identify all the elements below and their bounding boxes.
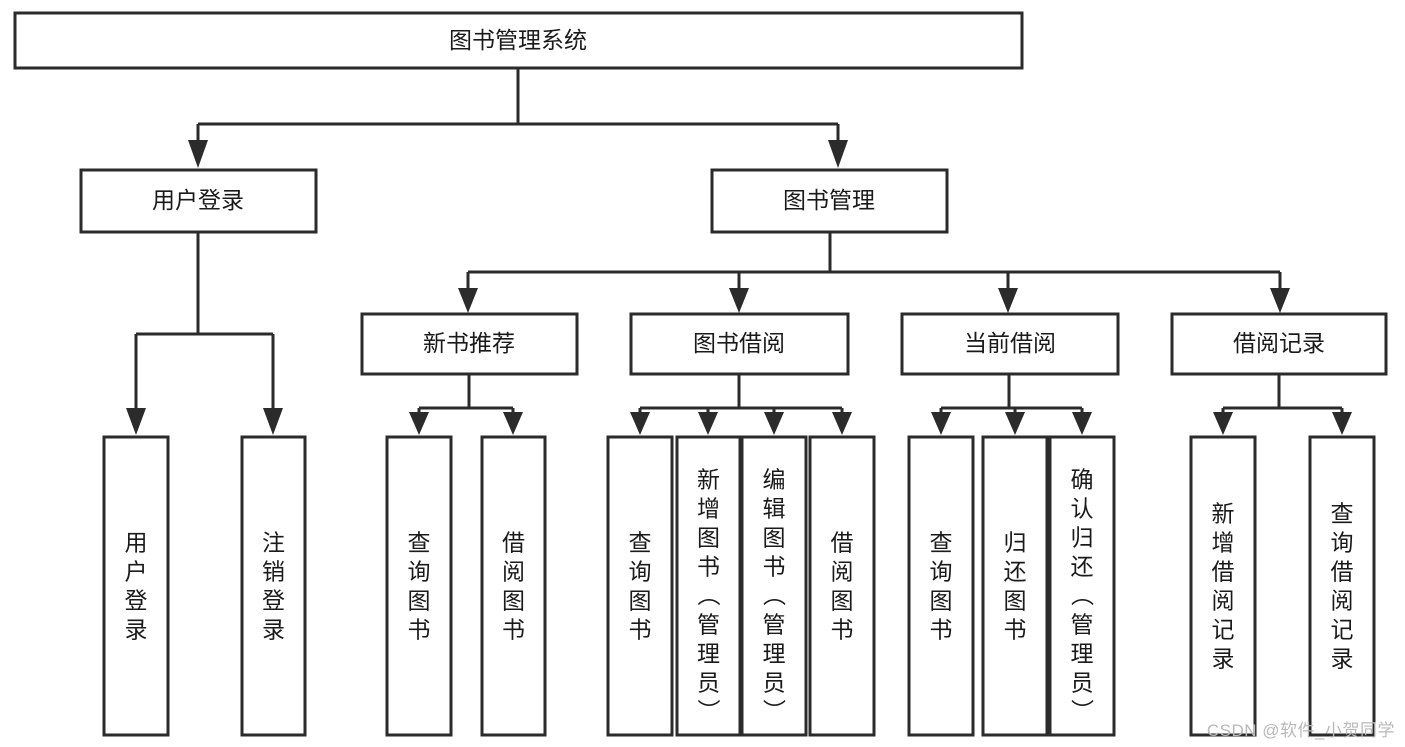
node-book-borrow-box[interactable] <box>629 312 850 376</box>
arrow-to-query-book-cur <box>931 412 951 435</box>
leaf-return-book-label: 归还图书 <box>1004 530 1027 643</box>
arrow-to-borrow-record <box>1270 288 1290 313</box>
arrow-to-leaf-logout <box>263 408 283 435</box>
connector-group-new-book-rec <box>409 374 523 435</box>
connector-group-current-borrow <box>931 374 1092 435</box>
leaf-query-book-borrow[interactable]: 查询图书 <box>606 435 674 737</box>
leaf-query-book-rec-box[interactable] <box>385 435 453 737</box>
node-borrow-record-box[interactable] <box>1170 312 1388 376</box>
leaf-return-book-box[interactable] <box>981 435 1049 737</box>
node-root[interactable]: 图书管理系统 <box>13 11 1024 70</box>
leaf-edit-book-box[interactable] <box>740 435 808 737</box>
leaf-confirm-return[interactable]: 确认归还（管理员） <box>1048 435 1116 737</box>
leaf-confirm-return-label: 确认归还（管理员） <box>1071 467 1095 725</box>
node-book-manage-box[interactable] <box>710 168 949 234</box>
node-book-borrow[interactable]: 图书借阅 <box>629 312 850 376</box>
leaf-logout[interactable]: 注销登录 <box>240 435 307 737</box>
leaf-query-record-label: 查询借阅记录 <box>1331 501 1354 672</box>
arrow-root-to-user-login <box>188 140 208 168</box>
node-current-borrow[interactable]: 当前借阅 <box>900 312 1120 376</box>
connector-group-user-login <box>126 232 283 435</box>
node-borrow-record[interactable]: 借阅记录 <box>1170 312 1388 376</box>
arrow-to-add-record <box>1213 412 1233 435</box>
connector-group-book-manage <box>458 232 1290 313</box>
leaf-query-book-cur-box[interactable] <box>907 435 975 737</box>
leaf-node-layer: 用户登录 注销登录 查询图书 借阅图书 查询图书 新增图书（管理员） 编辑图书（管理员） 借阅… <box>102 435 1376 737</box>
leaf-query-book-borrow-box[interactable] <box>606 435 674 737</box>
leaf-user-login-label: 用户登录 <box>125 530 148 643</box>
node-user-login-box[interactable] <box>79 168 318 234</box>
arrow-to-book-borrow <box>729 288 749 313</box>
node-book-manage-label: 图书管理 <box>783 187 875 213</box>
arrow-to-query-book-rec <box>409 412 429 435</box>
leaf-logout-label: 注销登录 <box>262 530 285 643</box>
connector-group-root <box>188 68 848 168</box>
leaf-return-book[interactable]: 归还图书 <box>981 435 1049 737</box>
node-new-book-rec[interactable]: 新书推荐 <box>360 312 579 376</box>
csdn-watermark: CSDN @软件_小贺同学 <box>1206 721 1395 740</box>
leaf-confirm-return-box[interactable] <box>1048 435 1116 737</box>
leaf-query-record-box[interactable] <box>1308 435 1376 737</box>
node-new-book-rec-label: 新书推荐 <box>423 330 515 356</box>
leaf-add-book[interactable]: 新增图书（管理员） <box>675 435 742 737</box>
leaf-borrow-book-rec[interactable]: 借阅图书 <box>480 435 547 737</box>
leaf-add-book-label: 新增图书（管理员） <box>697 467 721 725</box>
arrow-to-query-record <box>1332 412 1352 435</box>
leaf-query-book-cur[interactable]: 查询图书 <box>907 435 975 737</box>
leaf-query-record[interactable]: 查询借阅记录 <box>1308 435 1376 737</box>
arrow-to-borrow-book <box>832 412 852 435</box>
node-user-login-label: 用户登录 <box>152 187 244 213</box>
leaf-query-book-cur-label: 查询图书 <box>930 530 953 643</box>
arrow-to-borrow-book-rec <box>503 412 523 435</box>
leaf-query-book-rec[interactable]: 查询图书 <box>385 435 453 737</box>
node-borrow-record-label: 借阅记录 <box>1233 330 1325 356</box>
leaf-edit-book-label: 编辑图书（管理员） <box>763 467 787 725</box>
leaf-add-book-box[interactable] <box>675 435 742 737</box>
arrow-to-add-book <box>698 412 718 435</box>
node-root-box[interactable] <box>13 11 1024 70</box>
arrow-to-new-book-rec <box>458 288 478 313</box>
node-user-login[interactable]: 用户登录 <box>79 168 318 234</box>
node-root-label: 图书管理系统 <box>449 27 587 53</box>
leaf-borrow-book-rec-box[interactable] <box>480 435 547 737</box>
node-current-borrow-label: 当前借阅 <box>964 330 1056 356</box>
arrow-root-to-book-manage <box>828 140 848 168</box>
leaf-user-login[interactable]: 用户登录 <box>102 435 170 737</box>
connector-group-book-borrow <box>630 374 852 435</box>
node-book-manage[interactable]: 图书管理 <box>710 168 949 234</box>
arrow-to-edit-book <box>764 412 784 435</box>
node-current-borrow-box[interactable] <box>900 312 1120 376</box>
leaf-user-login-box[interactable] <box>102 435 170 737</box>
leaf-borrow-book-box[interactable] <box>808 435 876 737</box>
node-book-borrow-label: 图书借阅 <box>693 330 785 356</box>
leaf-borrow-book[interactable]: 借阅图书 <box>808 435 876 737</box>
arrow-to-current-borrow <box>998 288 1018 313</box>
leaf-edit-book[interactable]: 编辑图书（管理员） <box>740 435 808 737</box>
arrow-to-query-book-borrow <box>630 412 650 435</box>
leaf-query-book-rec-label: 查询图书 <box>408 530 431 643</box>
arrow-to-leaf-user-login <box>126 408 146 435</box>
leaf-query-book-borrow-label: 查询图书 <box>629 530 652 643</box>
leaf-borrow-book-rec-label: 借阅图书 <box>502 530 525 643</box>
leaf-logout-box[interactable] <box>240 435 307 737</box>
arrow-to-confirm-return <box>1072 412 1092 435</box>
leaf-add-record-label: 新增借阅记录 <box>1212 501 1235 672</box>
leaf-borrow-book-label: 借阅图书 <box>831 530 854 643</box>
arrow-to-return-book <box>1005 412 1025 435</box>
node-new-book-rec-box[interactable] <box>360 312 579 376</box>
leaf-add-record-box[interactable] <box>1189 435 1257 737</box>
connector-group-borrow-record <box>1213 374 1352 435</box>
leaf-add-record[interactable]: 新增借阅记录 <box>1189 435 1257 737</box>
